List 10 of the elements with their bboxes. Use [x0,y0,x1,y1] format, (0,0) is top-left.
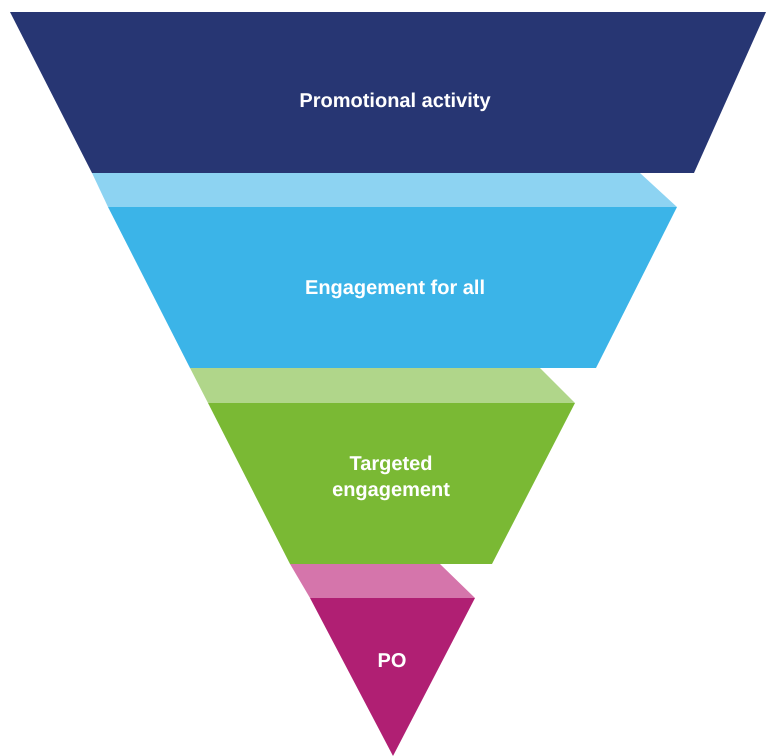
segment-label: PO [376,649,408,674]
funnel-segment [208,403,575,564]
funnel-segment [108,207,677,368]
segment-label: Promotional activity [298,89,492,114]
segment-label: Engagement for all [304,276,486,301]
funnel-band [92,173,677,207]
funnel-segment [310,598,475,756]
segment-label: Targeted engagement [331,452,451,503]
funnel-segment [10,12,766,173]
funnel-band [190,368,575,403]
